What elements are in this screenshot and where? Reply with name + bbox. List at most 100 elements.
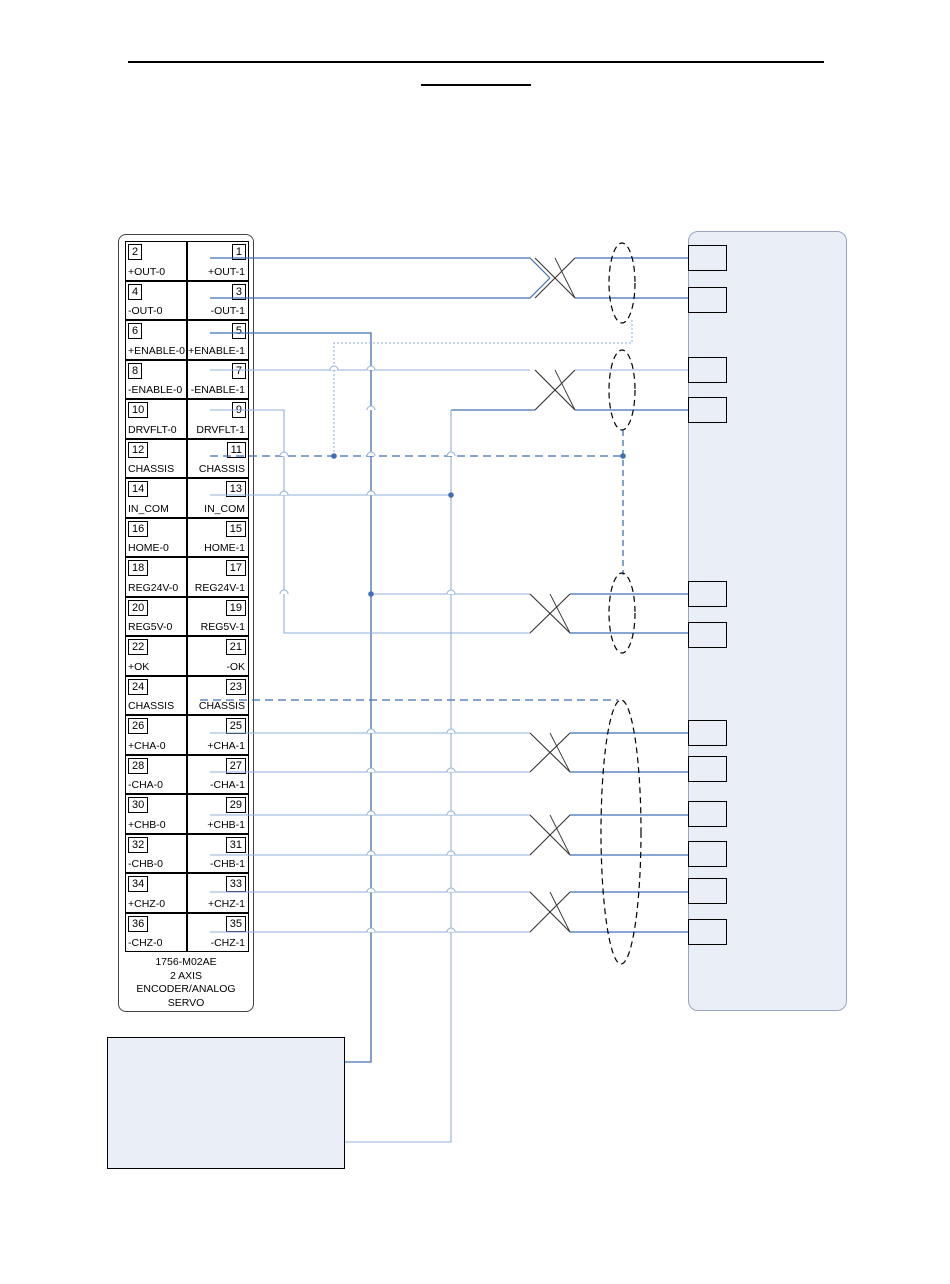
- terminal-label: +CHB-1: [207, 818, 245, 831]
- twist-line: [529, 891, 571, 933]
- terminal-label: +ENABLE-0: [128, 344, 185, 357]
- wire-crossing-arc: [366, 451, 376, 457]
- drive-terminal: [688, 581, 727, 607]
- terminal-number: 1: [231, 244, 246, 260]
- terminal-cell-left: 36-CHZ-0: [125, 912, 187, 952]
- terminal-number: 6: [128, 323, 143, 339]
- shield-ellipse: [600, 699, 642, 965]
- terminal-label: REG24V-0: [128, 581, 179, 594]
- terminal-number: 12: [128, 441, 149, 458]
- wire-out-plus: [210, 257, 551, 279]
- terminal-cell-left: 26+CHA-0: [125, 715, 187, 755]
- wire-crossing-arc: [366, 887, 376, 893]
- terminal-label: +CHZ-1: [207, 897, 245, 910]
- terminal-number: 3: [231, 283, 246, 300]
- terminal-label: +OUT-1: [207, 265, 245, 278]
- terminal-number: 36: [128, 915, 149, 932]
- wire-crossing-arc: [366, 405, 376, 411]
- drive-terminal: [688, 622, 727, 648]
- terminal-number: 2: [128, 244, 143, 260]
- wire-enable-supply: [210, 332, 372, 1063]
- terminal-cell-right: 3 -OUT-1: [187, 280, 249, 320]
- terminal-number: 15: [225, 520, 246, 537]
- terminal-cell-right: 1 +OUT-1: [187, 241, 249, 281]
- terminal-cell-right: 29 +CHB-1: [187, 794, 249, 834]
- wire-crossing-arc: [446, 767, 456, 773]
- terminal-cell-left: 34 +CHZ-0: [125, 873, 187, 913]
- terminal-cell-left: 22 +OK: [125, 636, 187, 676]
- terminal-number: 24: [128, 678, 149, 695]
- module-title-line: ENCODER/ANALOG: [136, 983, 236, 995]
- terminal-label: REG24V-1: [194, 581, 245, 594]
- power-supply-box: [107, 1037, 345, 1169]
- header-rule: [128, 61, 824, 63]
- drive-terminal: [688, 878, 727, 904]
- module-title-line: 2 AXIS: [169, 969, 203, 982]
- drive-terminal: [688, 801, 727, 827]
- terminal-number: 34: [128, 876, 149, 892]
- terminal-cell-right: 5+ENABLE-1: [187, 320, 249, 360]
- terminal-label: +CHZ-0: [128, 897, 166, 910]
- wire-drvflt: [210, 409, 530, 634]
- terminal-cell-right: 21-OK: [187, 636, 249, 676]
- heading-underline: [421, 84, 531, 86]
- wire-out-minus: [210, 277, 551, 299]
- module-title-line: 1756-M02AE: [155, 956, 217, 968]
- twist-line: [549, 814, 571, 856]
- wire-crossing-arc: [366, 850, 376, 856]
- terminal-label: +OK: [128, 660, 150, 673]
- wire-crossing-arc: [366, 810, 376, 816]
- twist-line: [534, 369, 576, 411]
- wire-crossing-arc: [446, 451, 456, 457]
- terminal-number: 10: [128, 402, 149, 418]
- drive-terminal: [688, 919, 727, 945]
- junction-dot: [368, 591, 374, 597]
- drive-terminal: [688, 245, 727, 271]
- chassis-ground: [333, 318, 633, 456]
- twist-line: [554, 369, 576, 411]
- terminal-number: 16: [128, 520, 149, 537]
- terminal-label: -CHB-1: [209, 858, 245, 870]
- shield-ellipse: [608, 242, 636, 324]
- terminal-cell-right: 33+CHZ-1: [187, 873, 249, 913]
- terminal-number: 19: [225, 599, 246, 616]
- twist-line: [534, 257, 576, 299]
- terminal-cell-left: 28-CHA-0: [125, 754, 187, 794]
- terminal-number: 18: [128, 560, 149, 576]
- terminal-label: -OUT-1: [210, 305, 245, 317]
- terminal-label: -CHA-0: [128, 779, 164, 791]
- terminal-number: 22: [128, 639, 149, 655]
- terminal-number: 23: [225, 678, 246, 695]
- terminal-label: +ENABLE-1: [188, 344, 245, 357]
- terminal-number: 4: [128, 283, 143, 300]
- terminal-label: REG5V-0: [128, 621, 173, 633]
- terminal-label: IN_COM: [128, 502, 169, 515]
- terminal-cell-left: 30+CHB-0: [125, 794, 187, 834]
- module-title: 1756-M02AE 2 AXIS ENCODER/ANALOG SERVO: [118, 956, 254, 1010]
- terminal-label: CHASSIS: [198, 463, 245, 475]
- terminal-label: +CHA-1: [207, 739, 245, 752]
- drive-terminal: [688, 720, 727, 746]
- wire-crossing-arc: [366, 728, 376, 734]
- twist-line: [549, 891, 571, 933]
- terminal-number: 29: [225, 797, 246, 813]
- twist-line: [529, 593, 571, 634]
- wire-crossing-arc: [366, 490, 376, 496]
- terminal-cell-left: 6 +ENABLE-0: [125, 320, 187, 360]
- terminal-number: 20: [128, 599, 149, 616]
- wire-crossing-arc: [366, 365, 376, 371]
- terminal-label: CHASSIS: [128, 700, 175, 712]
- terminal-label: -CHZ-1: [210, 937, 245, 949]
- wire-crossing-arc: [446, 810, 456, 816]
- terminal-label: -ENABLE-0: [128, 384, 183, 396]
- terminal-number: 27: [225, 757, 246, 774]
